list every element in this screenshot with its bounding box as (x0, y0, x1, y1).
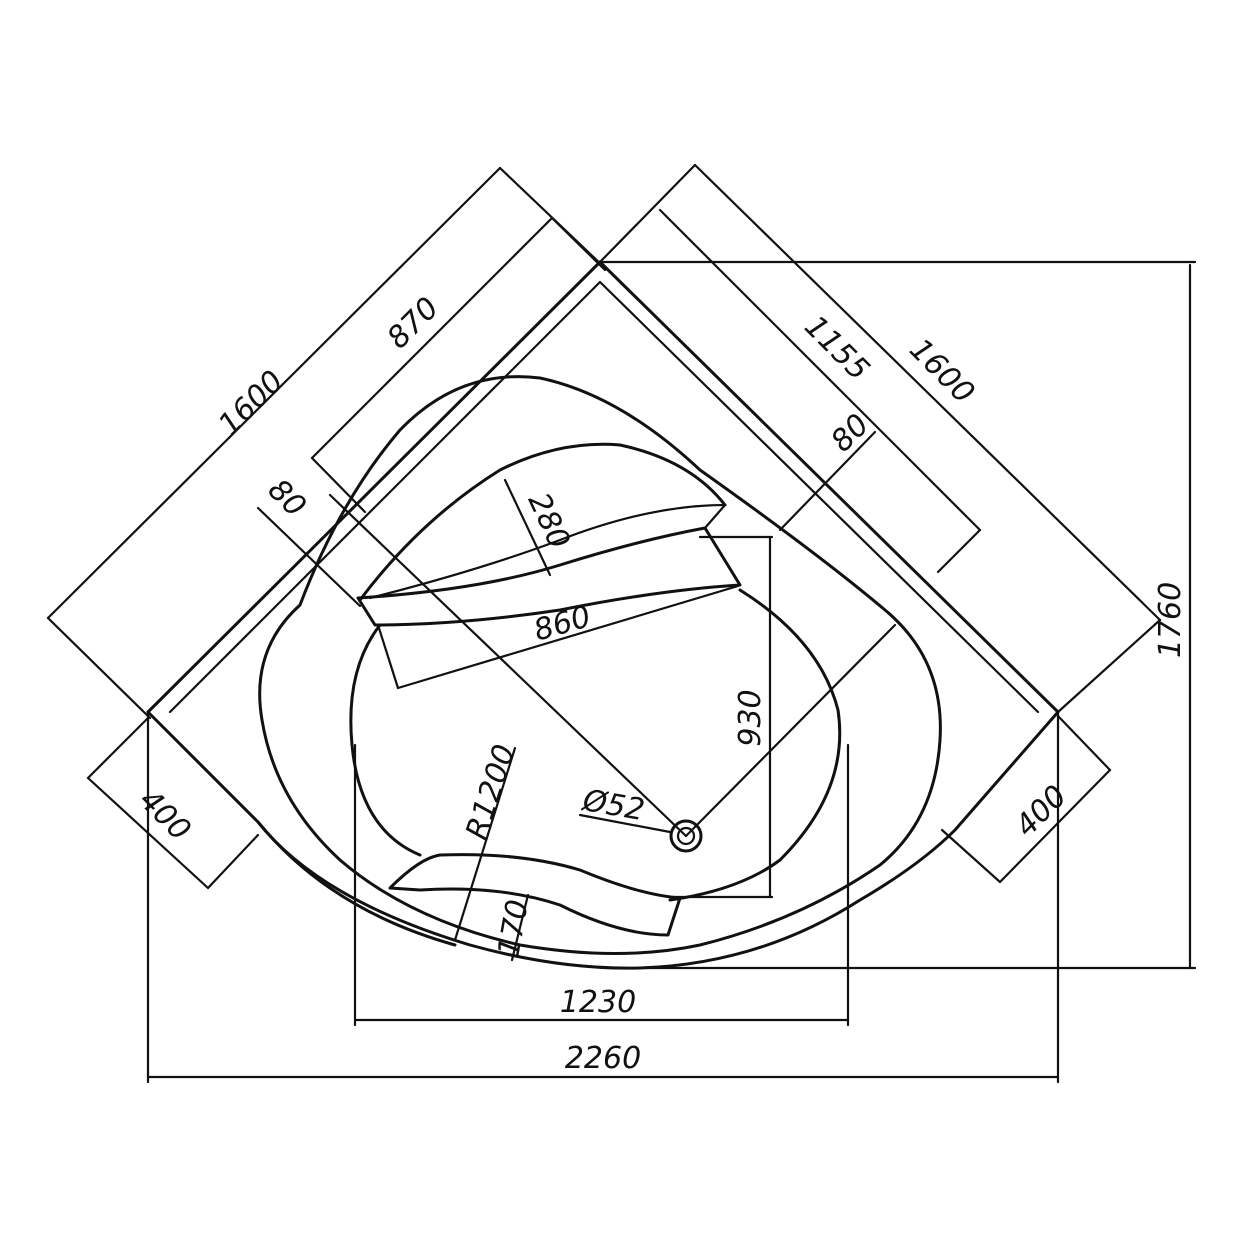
dim-1155: 1155 (797, 309, 876, 388)
bowl-outer (258, 375, 942, 955)
dim-80-right: 80 (824, 407, 876, 459)
dim-860: 860 (530, 599, 595, 648)
seat (388, 853, 682, 937)
dim-r1200: R1200 (459, 740, 522, 843)
dim-170: 170 (491, 897, 535, 959)
dim-400-left: 400 (132, 783, 197, 848)
drain (669, 819, 703, 853)
bowl-inner-right (668, 588, 842, 902)
dimension-lines (46, 163, 1197, 1084)
dim-870: 870 (381, 291, 446, 356)
dim-930: 930 (733, 689, 768, 746)
dim-80-left: 80 (261, 472, 313, 524)
dim-280: 280 (521, 488, 577, 555)
dim-400-right: 400 (1009, 779, 1074, 844)
dim-1600-right: 1600 (902, 332, 981, 411)
headrest (356, 503, 742, 627)
bowl-inner (349, 623, 422, 857)
bowl-inner-top (358, 442, 727, 602)
tub-outline (146, 260, 1060, 970)
dim-1760: 1760 (1153, 582, 1188, 658)
dim-1230: 1230 (560, 985, 636, 1020)
rim-outline (168, 280, 1040, 714)
dim-2260: 2260 (565, 1041, 641, 1076)
dim-1600-left: 1600 (212, 364, 291, 443)
